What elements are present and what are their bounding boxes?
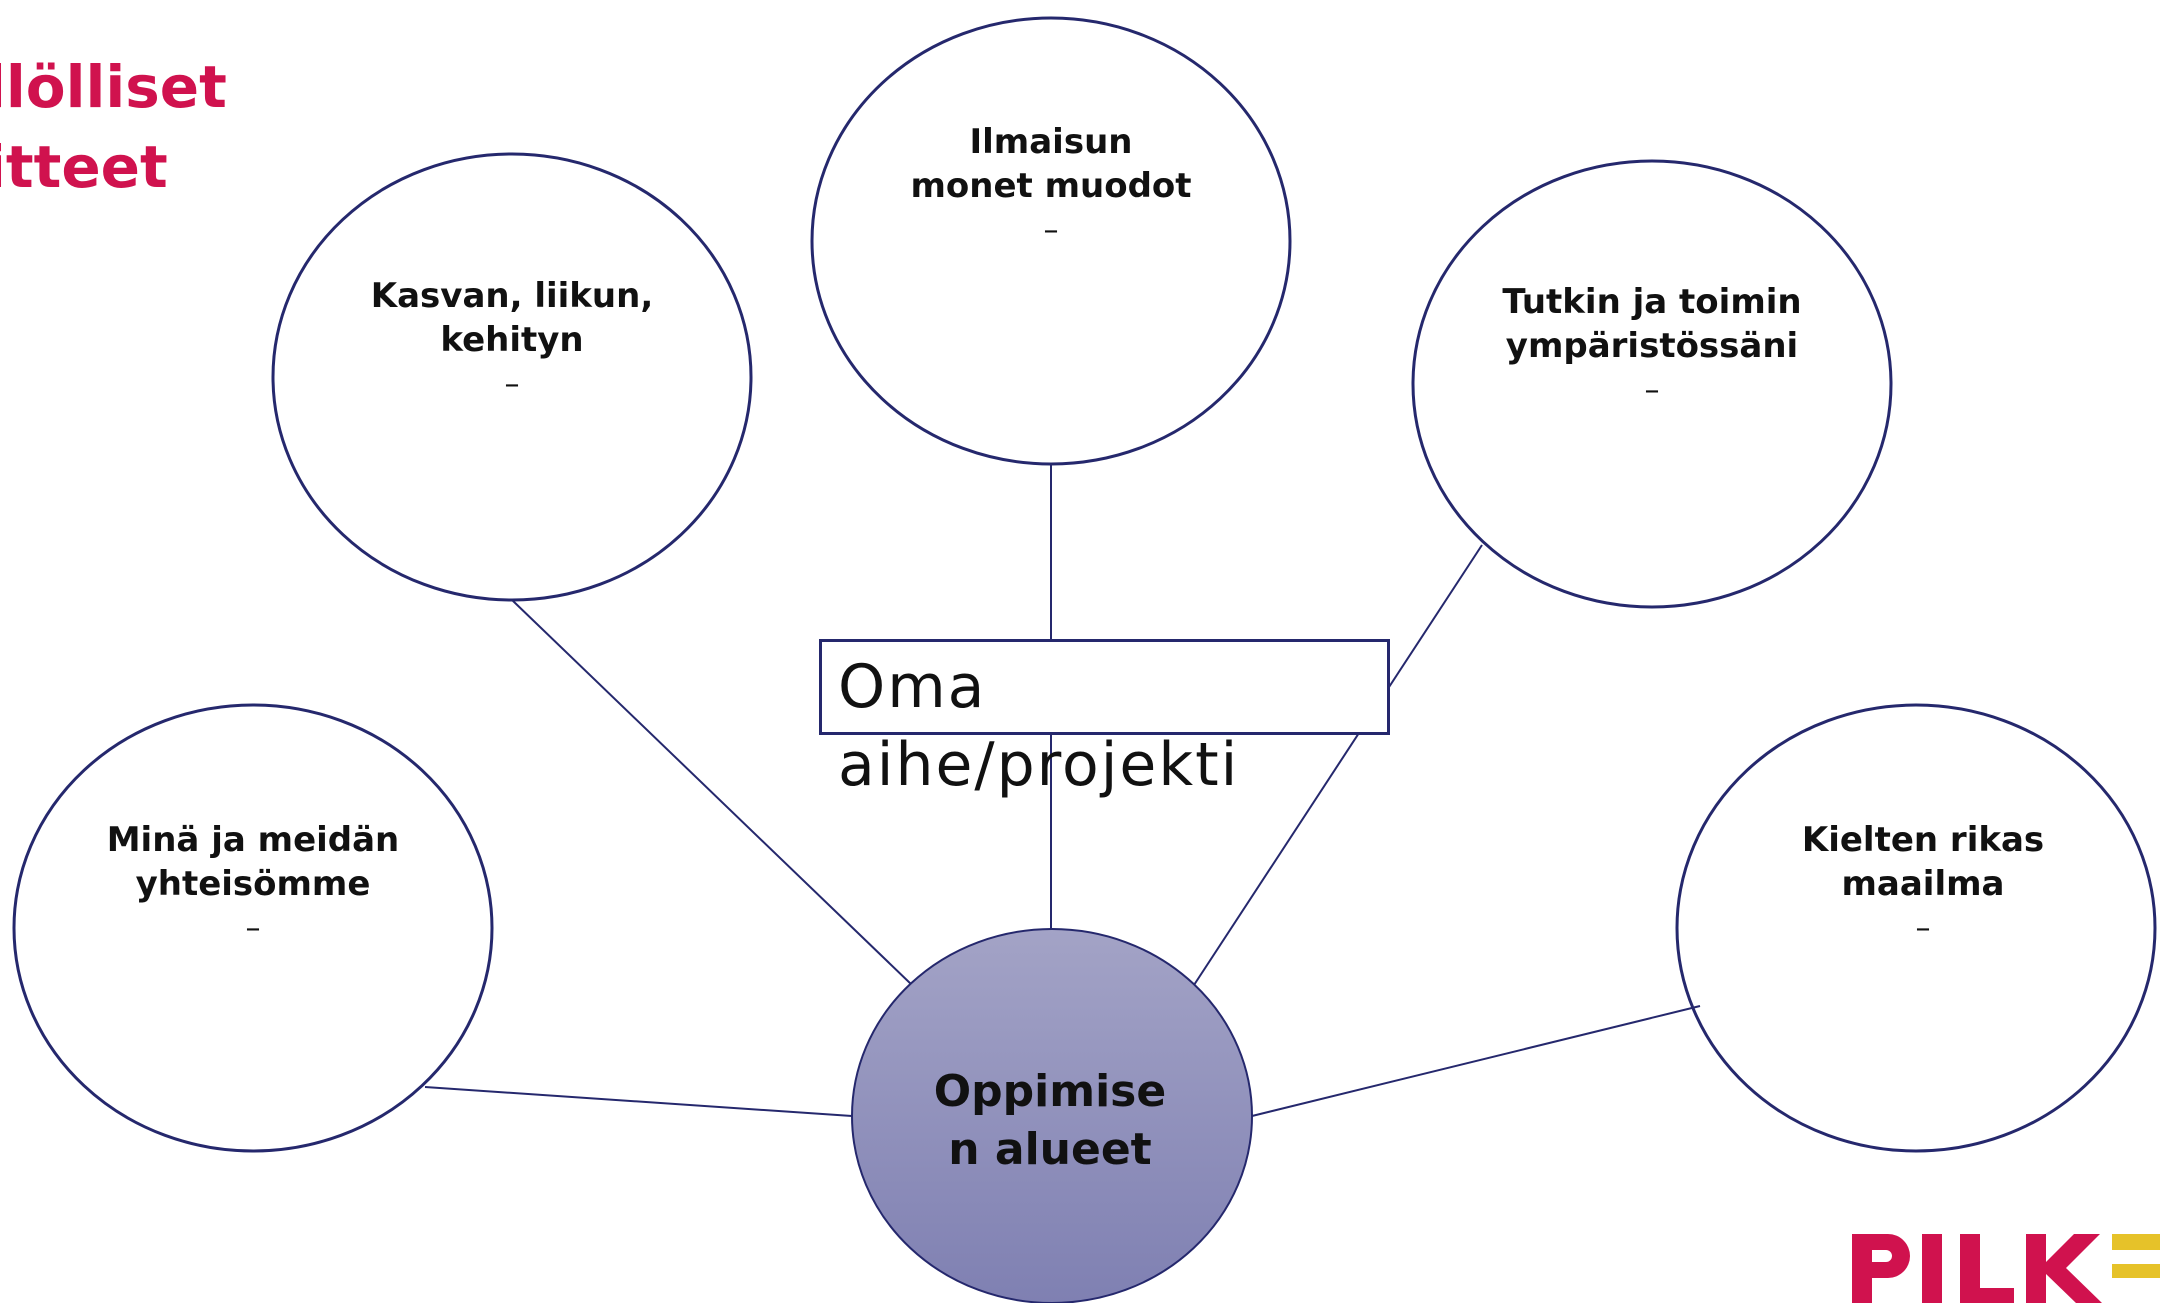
label-tutkin-dash: – <box>1644 373 1660 408</box>
logo-letter-k <box>2026 1234 2102 1303</box>
label-kielten-line-1: Kielten rikas <box>1801 820 2045 860</box>
logo-letter-e-middle <box>2112 1264 2160 1278</box>
label-tutkin: Tutkin ja toimin ympäristössäni – <box>1502 280 1801 414</box>
center-label-line-2: n alueet <box>948 1124 1152 1175</box>
topic-line-1: Oma <box>838 652 987 722</box>
topic-box <box>819 639 1390 735</box>
circle-ilmaisun <box>810 16 1292 466</box>
label-ilmaisun-line-1: Ilmaisun <box>969 122 1133 162</box>
connector-tutkin <box>1193 544 1483 986</box>
label-kasvan-line-2: kehityn <box>440 320 584 360</box>
label-kasvan-line-1: Kasvan, liikun, <box>370 276 654 316</box>
logo-letter-e-top <box>2112 1234 2160 1250</box>
label-kasvan: Kasvan, liikun, kehityn – <box>371 274 654 408</box>
label-kielten-dash: – <box>1915 911 1931 946</box>
label-mina-dash: – <box>245 911 261 946</box>
pilke-logo <box>1852 1234 2160 1303</box>
label-ilmaisun-dash: – <box>1043 213 1059 248</box>
label-ilmaisun-line-2: monet muodot <box>910 166 1192 206</box>
label-tutkin-line-2: ympäristössäni <box>1505 326 1799 366</box>
topic-line-2: aihe/projekti <box>838 730 1240 800</box>
connector-mina <box>424 1086 853 1117</box>
heading-line-2: itteet <box>0 133 168 201</box>
heading-line-1: llölliset <box>0 53 227 121</box>
connector-kielten <box>1251 1005 1701 1117</box>
label-mina-line-1: Minä ja meidän <box>106 820 400 860</box>
label-kielten: Kielten rikas maailma – <box>1802 818 2044 952</box>
logo-letter-p <box>1852 1234 1910 1303</box>
circle-kasvan <box>271 152 753 602</box>
label-kielten-line-2: maailma <box>1841 864 2005 904</box>
circle-mina <box>12 703 494 1153</box>
topic-text: Oma aihe/projekti <box>838 648 1239 804</box>
logo-letter-l <box>1960 1234 2014 1303</box>
center-label-line-1: Oppimise <box>933 1066 1167 1117</box>
circle-kielten <box>1675 703 2157 1153</box>
center-label: Oppimise n alueet <box>934 1063 1166 1179</box>
label-tutkin-line-1: Tutkin ja toimin <box>1502 282 1802 322</box>
label-mina: Minä ja meidän yhteisömme – <box>107 818 400 952</box>
logo-letter-i <box>1922 1234 1942 1303</box>
label-mina-line-2: yhteisömme <box>135 864 371 904</box>
label-ilmaisun: Ilmaisun monet muodot – <box>910 120 1191 254</box>
label-kasvan-dash: – <box>504 367 520 402</box>
center-circle <box>851 928 1253 1303</box>
circle-tutkin <box>1411 159 1893 609</box>
connector-kasvan <box>511 599 913 986</box>
